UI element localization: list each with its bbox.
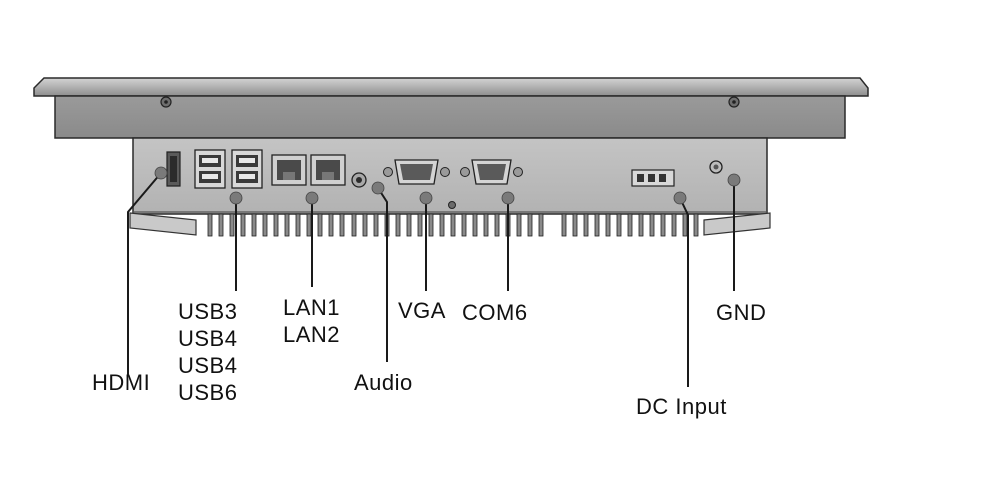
heatsink-fin	[616, 213, 622, 237]
heatsink-fin	[572, 213, 578, 237]
lan-port-2	[310, 154, 346, 186]
heatsink-fin	[439, 213, 445, 237]
heatsink-fin	[339, 213, 345, 237]
label-vga: VGA	[398, 298, 446, 323]
heatsink-fin	[627, 213, 633, 237]
label-hdmi: HDMI	[92, 370, 151, 395]
heatsink-fin	[472, 213, 478, 237]
front-bezel	[33, 77, 869, 139]
heatsink-fin	[561, 213, 567, 237]
callout-dots	[154, 166, 741, 205]
heatsink-fin	[682, 213, 688, 237]
usb-port-group-2	[231, 149, 263, 189]
heatsink-fin	[450, 213, 456, 237]
audio-jack	[351, 172, 367, 188]
heatsink-fin	[207, 213, 213, 237]
com-port	[460, 159, 523, 185]
heatsink-fin	[649, 213, 655, 237]
heatsink-fin	[516, 213, 522, 237]
lan-port-1	[271, 154, 307, 186]
heatsink-fin	[461, 213, 467, 237]
label-usb-stack: USB3 USB4 USB4 USB6	[178, 298, 237, 406]
label-lan-stack: LAN1 LAN2	[283, 294, 340, 348]
heatsink-fin	[351, 213, 357, 237]
heatsink-fin	[251, 213, 257, 237]
heatsink-fin	[306, 213, 312, 237]
heatsink-fin	[328, 213, 334, 237]
label-dc-input: DC Input	[636, 394, 727, 419]
hdmi-port	[166, 151, 181, 187]
heatsink-fin	[273, 213, 279, 237]
heatsink-fin	[494, 213, 500, 237]
heatsink-fin	[538, 213, 544, 237]
gnd-terminal	[709, 160, 723, 174]
heatsink-fin	[660, 213, 666, 237]
heatsink-fin	[362, 213, 368, 237]
heatsink-fin	[605, 213, 611, 237]
heatsink-fin	[406, 213, 412, 237]
label-com: COM6	[462, 300, 528, 325]
heatsink-fin	[317, 213, 323, 237]
label-usb-1: USB3	[178, 299, 238, 324]
heatsink-fin	[373, 213, 379, 237]
mounting-brackets	[129, 212, 771, 236]
heatsink-fin	[229, 213, 235, 237]
label-lan-2: LAN2	[283, 322, 341, 347]
label-usb-3: USB4	[178, 353, 238, 378]
heatsink-fin	[693, 213, 699, 237]
heatsink-fin	[417, 213, 423, 237]
heatsink-fin	[395, 213, 401, 237]
heatsink-fin	[583, 213, 589, 237]
small-screw	[448, 201, 456, 209]
heatsink-fin	[483, 213, 489, 237]
usb-port-group-1	[194, 149, 226, 189]
heatsink-fin	[240, 213, 246, 237]
heatsink-fin	[284, 213, 290, 237]
label-usb-2: USB4	[178, 326, 238, 351]
heatsink-fin	[638, 213, 644, 237]
heatsink-fin	[527, 213, 533, 237]
heatsink-fin	[262, 213, 268, 237]
heatsink-fin	[428, 213, 434, 237]
vga-port	[383, 159, 450, 185]
dc-input-connector	[631, 169, 675, 187]
label-gnd: GND	[716, 300, 767, 325]
heatsink-fin	[671, 213, 677, 237]
heatsink-fin	[218, 213, 224, 237]
heatsink-fin	[594, 213, 600, 237]
heatsink-fin	[295, 213, 301, 237]
heatsink-fins	[207, 213, 699, 237]
label-lan-1: LAN1	[283, 295, 341, 320]
label-usb-4: USB6	[178, 380, 238, 405]
callout-hdmi	[127, 172, 162, 376]
label-audio: Audio	[354, 370, 413, 395]
